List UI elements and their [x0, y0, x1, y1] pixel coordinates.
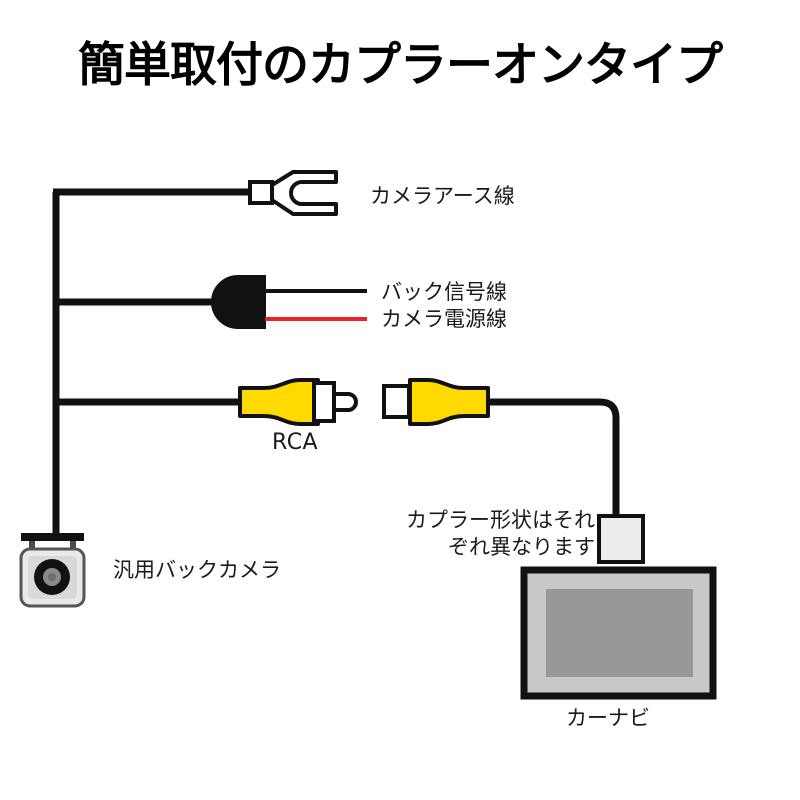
- black-connector-body: [211, 275, 266, 329]
- camera-bracket-bar: [21, 533, 84, 541]
- navi-screen: [546, 589, 693, 677]
- label-back-signal-wire: バック信号線: [381, 280, 507, 304]
- label-camera-ground-wire: カメラアース線: [370, 184, 515, 208]
- label-backup-camera: 汎用バックカメラ: [113, 558, 281, 582]
- rca-male-barrel: [238, 378, 320, 426]
- camera-harness-wires: [52, 188, 252, 533]
- backup-camera-icon: [19, 533, 86, 608]
- camera-lens-pupil: [48, 573, 56, 581]
- spade-terminal-icon: [248, 170, 338, 216]
- camera-bracket-leg-left: [29, 541, 35, 551]
- navi-coupler-wire: [486, 398, 620, 517]
- rca-male-center-pin: [332, 392, 358, 412]
- page-title: 簡単取付のカプラーオンタイプ: [78, 38, 723, 93]
- rca-male-plug-icon: [238, 378, 358, 426]
- rca-female-sleeve: [382, 384, 411, 419]
- rca-male-shield-collar: [312, 381, 336, 423]
- label-car-navigation: カーナビ: [566, 706, 650, 730]
- camera-bracket-leg-right: [70, 541, 76, 551]
- label-rca: RCA: [272, 430, 319, 455]
- rca-female-jack-icon: [382, 378, 490, 426]
- rca-female-barrel: [408, 378, 490, 426]
- black-connector-icon: [211, 275, 367, 329]
- label-coupler-note-line2: ぞれ異なります: [448, 535, 595, 560]
- label-coupler-note-line1: カプラー形状はそれ: [406, 508, 595, 532]
- car-navigation-monitor-icon: [520, 566, 717, 700]
- coupler-block-icon: [597, 514, 645, 564]
- label-coupler-note: カプラー形状はそれ ぞれ異なります: [377, 507, 595, 562]
- spade-fork-body: [270, 170, 338, 216]
- spade-crimp-barrel: [248, 180, 274, 205]
- label-camera-power-wire: カメラ電源線: [381, 307, 507, 331]
